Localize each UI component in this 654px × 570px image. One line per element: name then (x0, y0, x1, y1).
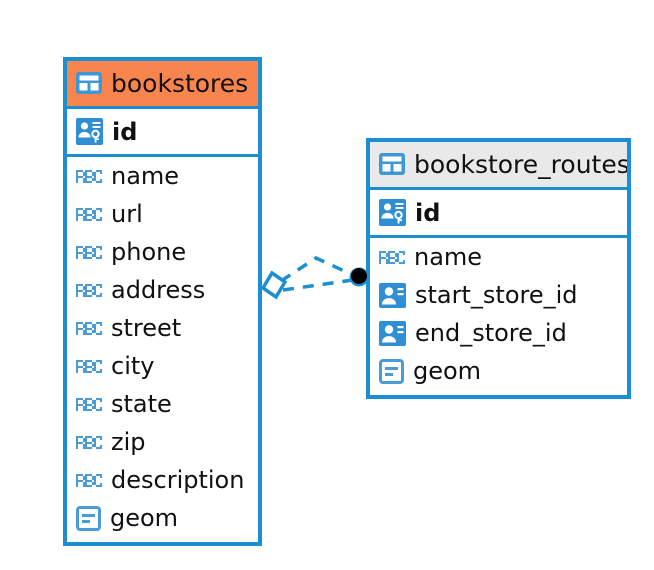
field-label: geom (413, 357, 482, 385)
header-divider (67, 106, 258, 109)
field-row-geom[interactable]: geom (370, 352, 627, 390)
field-row-primary-key[interactable]: id (67, 109, 258, 154)
abc-text-icon (76, 321, 102, 335)
abc-text-icon (76, 207, 102, 221)
foreign-key-icon (379, 320, 406, 346)
field-label: geom (110, 504, 179, 532)
diamond-endpoint (260, 270, 288, 300)
entity-title: bookstore_routes (414, 149, 630, 179)
field-label: url (111, 200, 143, 228)
field-row-start-store-id[interactable]: start_store_id (370, 276, 627, 314)
field-row-url[interactable]: url (67, 195, 258, 233)
field-row-name[interactable]: name (67, 157, 258, 195)
geometry-icon (379, 358, 404, 384)
abc-text-icon (76, 169, 102, 183)
field-label: zip (111, 428, 146, 456)
header-divider (370, 187, 627, 190)
table-icon (76, 72, 102, 94)
foreign-key-icon (379, 282, 406, 308)
table-icon (379, 153, 405, 175)
primary-key-divider (370, 235, 627, 238)
abc-text-icon (76, 473, 102, 487)
field-label: state (111, 390, 172, 418)
field-label-primary-key: id (415, 198, 441, 227)
field-row-street[interactable]: street (67, 309, 258, 347)
entity-bookstores[interactable]: bookstores id (63, 57, 262, 546)
field-row-end-store-id[interactable]: end_store_id (370, 314, 627, 352)
abc-text-icon (76, 359, 102, 373)
abc-text-icon (76, 397, 102, 411)
primary-key-icon (76, 118, 103, 145)
field-row-name[interactable]: name (370, 238, 627, 276)
field-label: street (111, 314, 182, 342)
field-label: name (414, 243, 483, 271)
field-row-description[interactable]: description (67, 461, 258, 499)
field-label-primary-key: id (112, 117, 138, 146)
field-row-geom[interactable]: geom (67, 499, 258, 537)
field-label: name (111, 162, 180, 190)
entity-header-bookstore-routes[interactable]: bookstore_routes (370, 142, 627, 187)
field-list-bookstores: name (67, 157, 258, 537)
geometry-icon (76, 505, 101, 531)
field-row-zip[interactable]: zip (67, 423, 258, 461)
primary-key-divider (67, 154, 258, 157)
primary-key-icon (379, 199, 406, 226)
relationship-line-upper (280, 256, 354, 283)
abc-text-icon (76, 435, 102, 449)
abc-text-icon (76, 245, 102, 259)
field-row-city[interactable]: city (67, 347, 258, 385)
field-label: end_store_id (415, 319, 567, 347)
field-row-primary-key[interactable]: id (370, 190, 627, 235)
field-label: phone (111, 238, 187, 266)
abc-text-icon (76, 283, 102, 297)
field-row-phone[interactable]: phone (67, 233, 258, 271)
field-label: start_store_id (415, 281, 578, 309)
field-label: address (111, 276, 206, 304)
field-label: description (111, 466, 245, 494)
entity-bookstore-routes[interactable]: bookstore_routes id (366, 138, 631, 399)
entity-title: bookstores (111, 68, 249, 98)
abc-text-icon (379, 250, 405, 264)
field-label: city (111, 352, 155, 380)
field-row-state[interactable]: state (67, 385, 258, 423)
entity-header-bookstores[interactable]: bookstores (67, 61, 258, 106)
field-list-bookstore-routes: name start_store_id (370, 238, 627, 390)
relationship-line-lower (282, 278, 354, 292)
field-row-address[interactable]: address (67, 271, 258, 309)
